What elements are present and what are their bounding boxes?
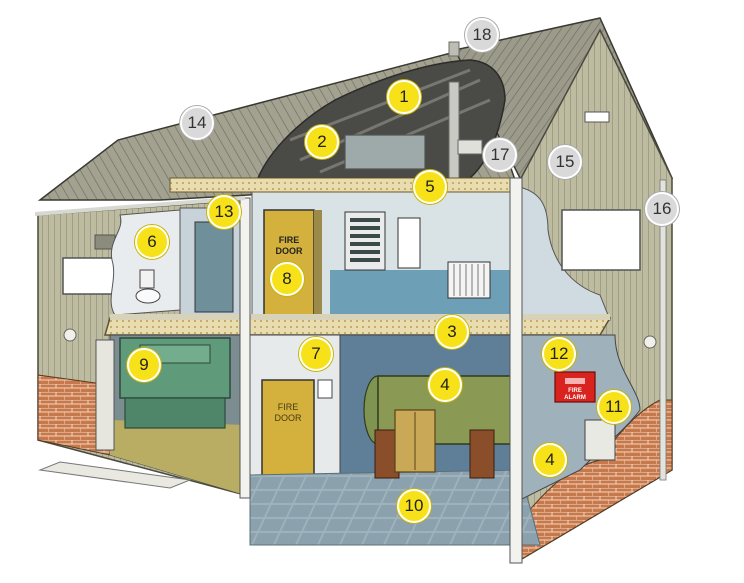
fire-alarm-screen	[565, 378, 585, 384]
marker-16[interactable]: 16	[645, 192, 679, 226]
flue-terminal	[449, 42, 459, 56]
lower-notice	[318, 380, 332, 398]
marker-9[interactable]: 9	[127, 348, 161, 382]
marker-5[interactable]: 5	[413, 170, 447, 204]
wall-notice-panel	[398, 218, 420, 268]
marker-7[interactable]: 7	[299, 337, 333, 371]
ceiling-insulation	[170, 178, 515, 192]
wall-light-right	[644, 336, 656, 348]
marker-11[interactable]: 11	[597, 390, 631, 424]
marker-14[interactable]: 14	[180, 106, 214, 140]
marker-4-boiler[interactable]: 4	[428, 368, 462, 402]
fire-alarm-text-2: ALARM	[564, 395, 586, 401]
marker-6[interactable]: 6	[135, 225, 169, 259]
wall-light-left	[64, 329, 76, 341]
central-door-upper	[195, 222, 233, 312]
marker-4-plinth[interactable]: 4	[533, 443, 567, 477]
marker-18[interactable]: 18	[465, 18, 499, 52]
appliance-box	[585, 420, 615, 460]
marker-1[interactable]: 1	[387, 80, 421, 114]
floor-slab-top	[110, 314, 610, 320]
marker-8[interactable]: 8	[270, 262, 304, 296]
marker-17[interactable]: 17	[483, 138, 517, 172]
marker-15[interactable]: 15	[548, 145, 582, 179]
column-right	[510, 178, 522, 563]
gable-window	[562, 210, 640, 270]
marker-13[interactable]: 13	[207, 195, 241, 229]
roller-shutter	[96, 340, 114, 450]
door-upper-frame-panel	[314, 210, 322, 320]
generator-base	[125, 398, 225, 428]
flue-pipe	[449, 82, 459, 182]
marker-3[interactable]: 3	[435, 315, 469, 349]
fire-door-lower-label-2: DOOR	[275, 413, 303, 423]
gable-vent	[585, 112, 609, 122]
fire-alarm-text-1: FIRE	[568, 388, 582, 394]
fire-door-upper-label-2: DOOR	[276, 246, 304, 256]
marker-10[interactable]: 10	[397, 489, 431, 523]
wc-toilet	[136, 289, 160, 303]
wc-cistern	[140, 270, 154, 288]
boiler-support-right	[470, 430, 494, 478]
roof-vent-terminal	[458, 140, 482, 154]
marker-12[interactable]: 12	[542, 337, 576, 371]
intermediate-floor	[105, 318, 610, 335]
fire-door-lower-label-1: FIRE	[278, 402, 299, 412]
boiler-room-floor	[250, 470, 540, 545]
marker-2[interactable]: 2	[305, 125, 339, 159]
fire-door-upper-label-1: FIRE	[279, 235, 300, 245]
column-left	[240, 198, 250, 498]
roof-ductwork	[345, 135, 425, 169]
